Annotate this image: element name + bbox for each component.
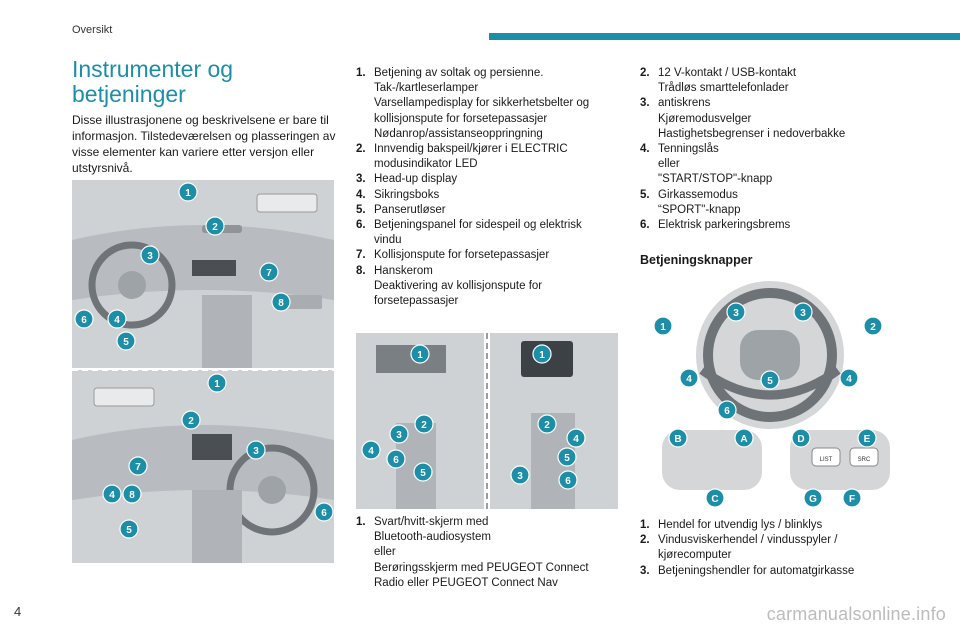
list-switch-label: LIST [820,457,833,463]
badge-label: 2 [212,222,218,233]
badge-label: 2 [421,420,427,431]
badge-label: 3 [800,308,806,319]
list-item: 6.Betjeningspanel for sidespeil og elekt… [356,219,582,247]
list-item: 3.Betjeningshendler for automatgirkasse [640,564,855,577]
badge-label: 4 [114,315,120,326]
badge-label: 5 [420,468,426,479]
badge-label: 8 [129,490,135,501]
badge-label: 3 [733,308,739,319]
badge-label: 1 [539,350,545,361]
badge-label: C [711,494,718,505]
footer-watermark: carmanualsonline.info [766,604,946,624]
badge-label: 7 [135,462,141,473]
badge-label: E [864,434,871,445]
dashboard-illustration-bottom [72,370,334,563]
badges-dashboard-bottom: 1 2 3 7 4 8 6 5 [102,373,334,539]
badge-label: 6 [724,406,730,417]
subheading-controls: Betjeningsknapper [640,253,753,267]
badge-label: 5 [564,453,570,464]
header-accent-bar [489,33,960,40]
badge-label: 5 [126,525,132,536]
badge-label: 4 [573,434,579,445]
badge-label: 7 [266,268,272,279]
section-label: Oversikt [72,24,113,36]
list-column-3-lower: 1.Hendel for utvendig lys / blinklys 2.V… [640,518,900,579]
badge-label: 2 [870,322,876,333]
badge-label: 3 [147,251,153,262]
badge-label: 2 [188,416,194,427]
badge-label: 5 [123,337,129,348]
list-item: 5.Panserutløser [356,203,446,216]
intro-paragraph: Disse illustrasjonene og beskrivelsene e… [72,113,336,175]
badge-label: D [797,434,804,445]
badges-center-console: 1 2 3 4 6 5 1 2 4 5 3 6 [361,344,586,490]
badge-label: 1 [660,322,666,333]
badge-label: 6 [565,476,571,487]
list-item: 2.Vindusviskerhendel / vindusspyler /kjø… [640,534,838,562]
badge-label: 1 [417,350,423,361]
list-item: 1.Betjening av soltak og persienne.Tak-/… [356,67,590,140]
page-number: 4 [14,604,22,619]
badges-steering-wheel: 1 3 3 2 4 5 4 6 B A C D E G F [653,302,883,508]
badge-label: 3 [253,446,259,457]
badge-label: 4 [109,490,115,501]
badge-label: 8 [278,298,284,309]
list-column-2: 1.Betjening av soltak og persienne.Tak-/… [356,66,616,309]
src-switch-label: SRC [858,457,871,463]
badge-label: 3 [396,430,402,441]
list-item: 5.Girkassemodus“SPORT"-knapp [640,188,741,216]
badge-label: 6 [393,455,399,466]
dashboard-illustration-top [72,180,334,368]
badge-label: B [674,434,681,445]
list-item: 3.Head-up display [356,173,458,186]
badge-label: 1 [214,379,220,390]
badge-label: F [849,494,855,505]
badge-label: 6 [321,508,327,519]
badge-label: 4 [368,446,374,457]
badge-label: 2 [544,420,550,431]
badge-label: A [740,434,747,445]
list-item: 1.Hendel for utvendig lys / blinklys [640,519,823,531]
badge-label: 5 [767,376,773,387]
badge-label: 3 [517,471,523,482]
badge-label: 4 [686,374,692,385]
list-item: 4.Sikringsboks [356,188,440,201]
list-item: 7.Kollisjonspute for forsetepassasjer [356,249,550,262]
list-item: 6.Elektrisk parkeringsbrems [640,219,791,232]
badge-label: 4 [846,374,852,385]
badge-label: G [809,494,817,505]
badges-dashboard-top: 1 2 3 7 8 6 4 5 [74,182,291,351]
badge-label: 1 [185,188,191,199]
page-title: Instrumenter og betjeninger [72,56,234,107]
badge-label: 6 [81,315,87,326]
